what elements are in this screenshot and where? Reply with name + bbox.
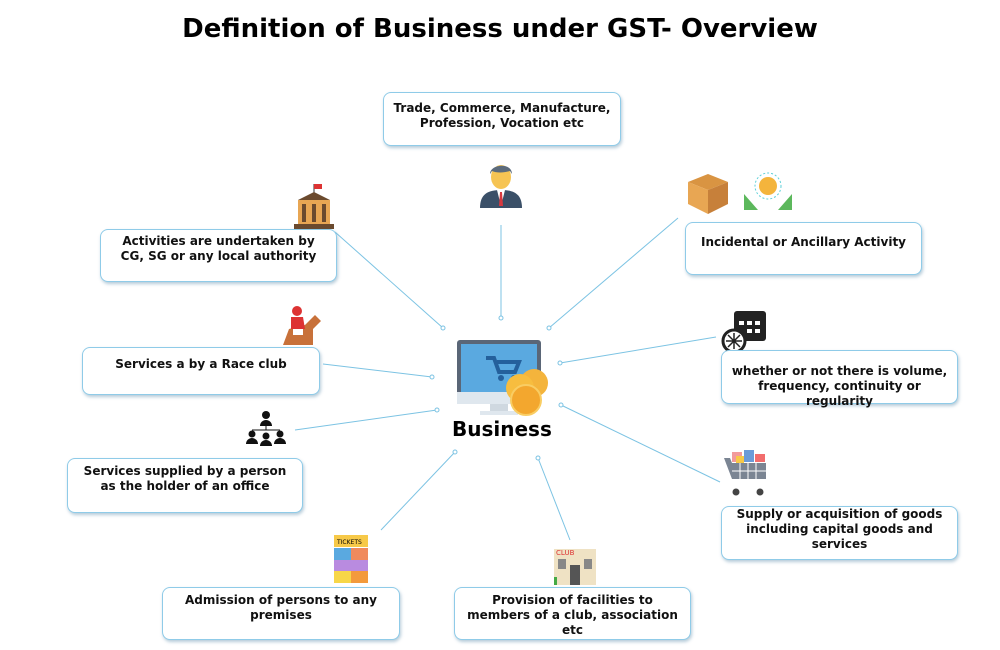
item-text: Activities are undertaken by CG, SG or a… xyxy=(120,234,317,263)
diagram-title: Definition of Business under GST- Overvi… xyxy=(182,14,818,44)
item-text: Supply or acquisition of goods including… xyxy=(736,507,943,551)
item-box-race-club: Services a by a Race club xyxy=(82,347,320,395)
connector-office xyxy=(294,409,438,431)
connector-admission xyxy=(380,451,456,531)
connector-supply xyxy=(560,404,721,483)
item-text: whether or not there is volume, frequenc… xyxy=(731,364,948,408)
tickets-icon: TICKETS xyxy=(334,535,368,583)
government-building-icon xyxy=(294,184,334,229)
item-box-supply: Supply or acquisition of goods including… xyxy=(721,506,958,560)
item-box-volume: whether or not there is volume, frequenc… xyxy=(721,350,958,408)
item-box-government: Activities are undertaken by CG, SG or a… xyxy=(100,229,337,282)
club-building-icon: CLUB xyxy=(554,549,596,585)
hierarchy-icon xyxy=(246,411,286,446)
connector-cg xyxy=(334,231,444,329)
item-text: Provision of facilities to members of a … xyxy=(467,593,678,637)
businessman-icon xyxy=(480,165,522,208)
calendar-icon xyxy=(721,311,766,354)
item-box-office: Services supplied by a person as the hol… xyxy=(67,458,303,513)
horse-racing-icon xyxy=(283,306,321,345)
svg-text:CLUB: CLUB xyxy=(556,549,575,557)
center-label: Business xyxy=(452,417,552,441)
item-text: Services a by a Race club xyxy=(115,357,287,371)
connector-volume xyxy=(559,336,717,364)
connector-club xyxy=(537,457,571,541)
item-box-incidental: Incidental or Ancillary Activity xyxy=(685,222,922,275)
business-monitor-icon xyxy=(457,340,548,416)
item-box-club: Provision of facilities to members of a … xyxy=(454,587,691,640)
svg-text:TICKETS: TICKETS xyxy=(336,539,362,546)
item-text: Incidental or Ancillary Activity xyxy=(700,235,906,249)
item-box-trade: Trade, Commerce, Manufacture, Profession… xyxy=(383,92,621,146)
item-text: Admission of persons to any premises xyxy=(184,593,378,622)
item-text: Trade, Commerce, Manufacture, Profession… xyxy=(393,101,611,130)
connector-incidental xyxy=(548,217,679,329)
box-and-brain-icon xyxy=(688,172,792,214)
item-box-admission: Admission of persons to any premises xyxy=(162,587,400,640)
connector-race xyxy=(322,363,433,378)
item-text: Services supplied by a person as the hol… xyxy=(83,464,287,493)
shopping-cart-icon xyxy=(724,450,766,496)
